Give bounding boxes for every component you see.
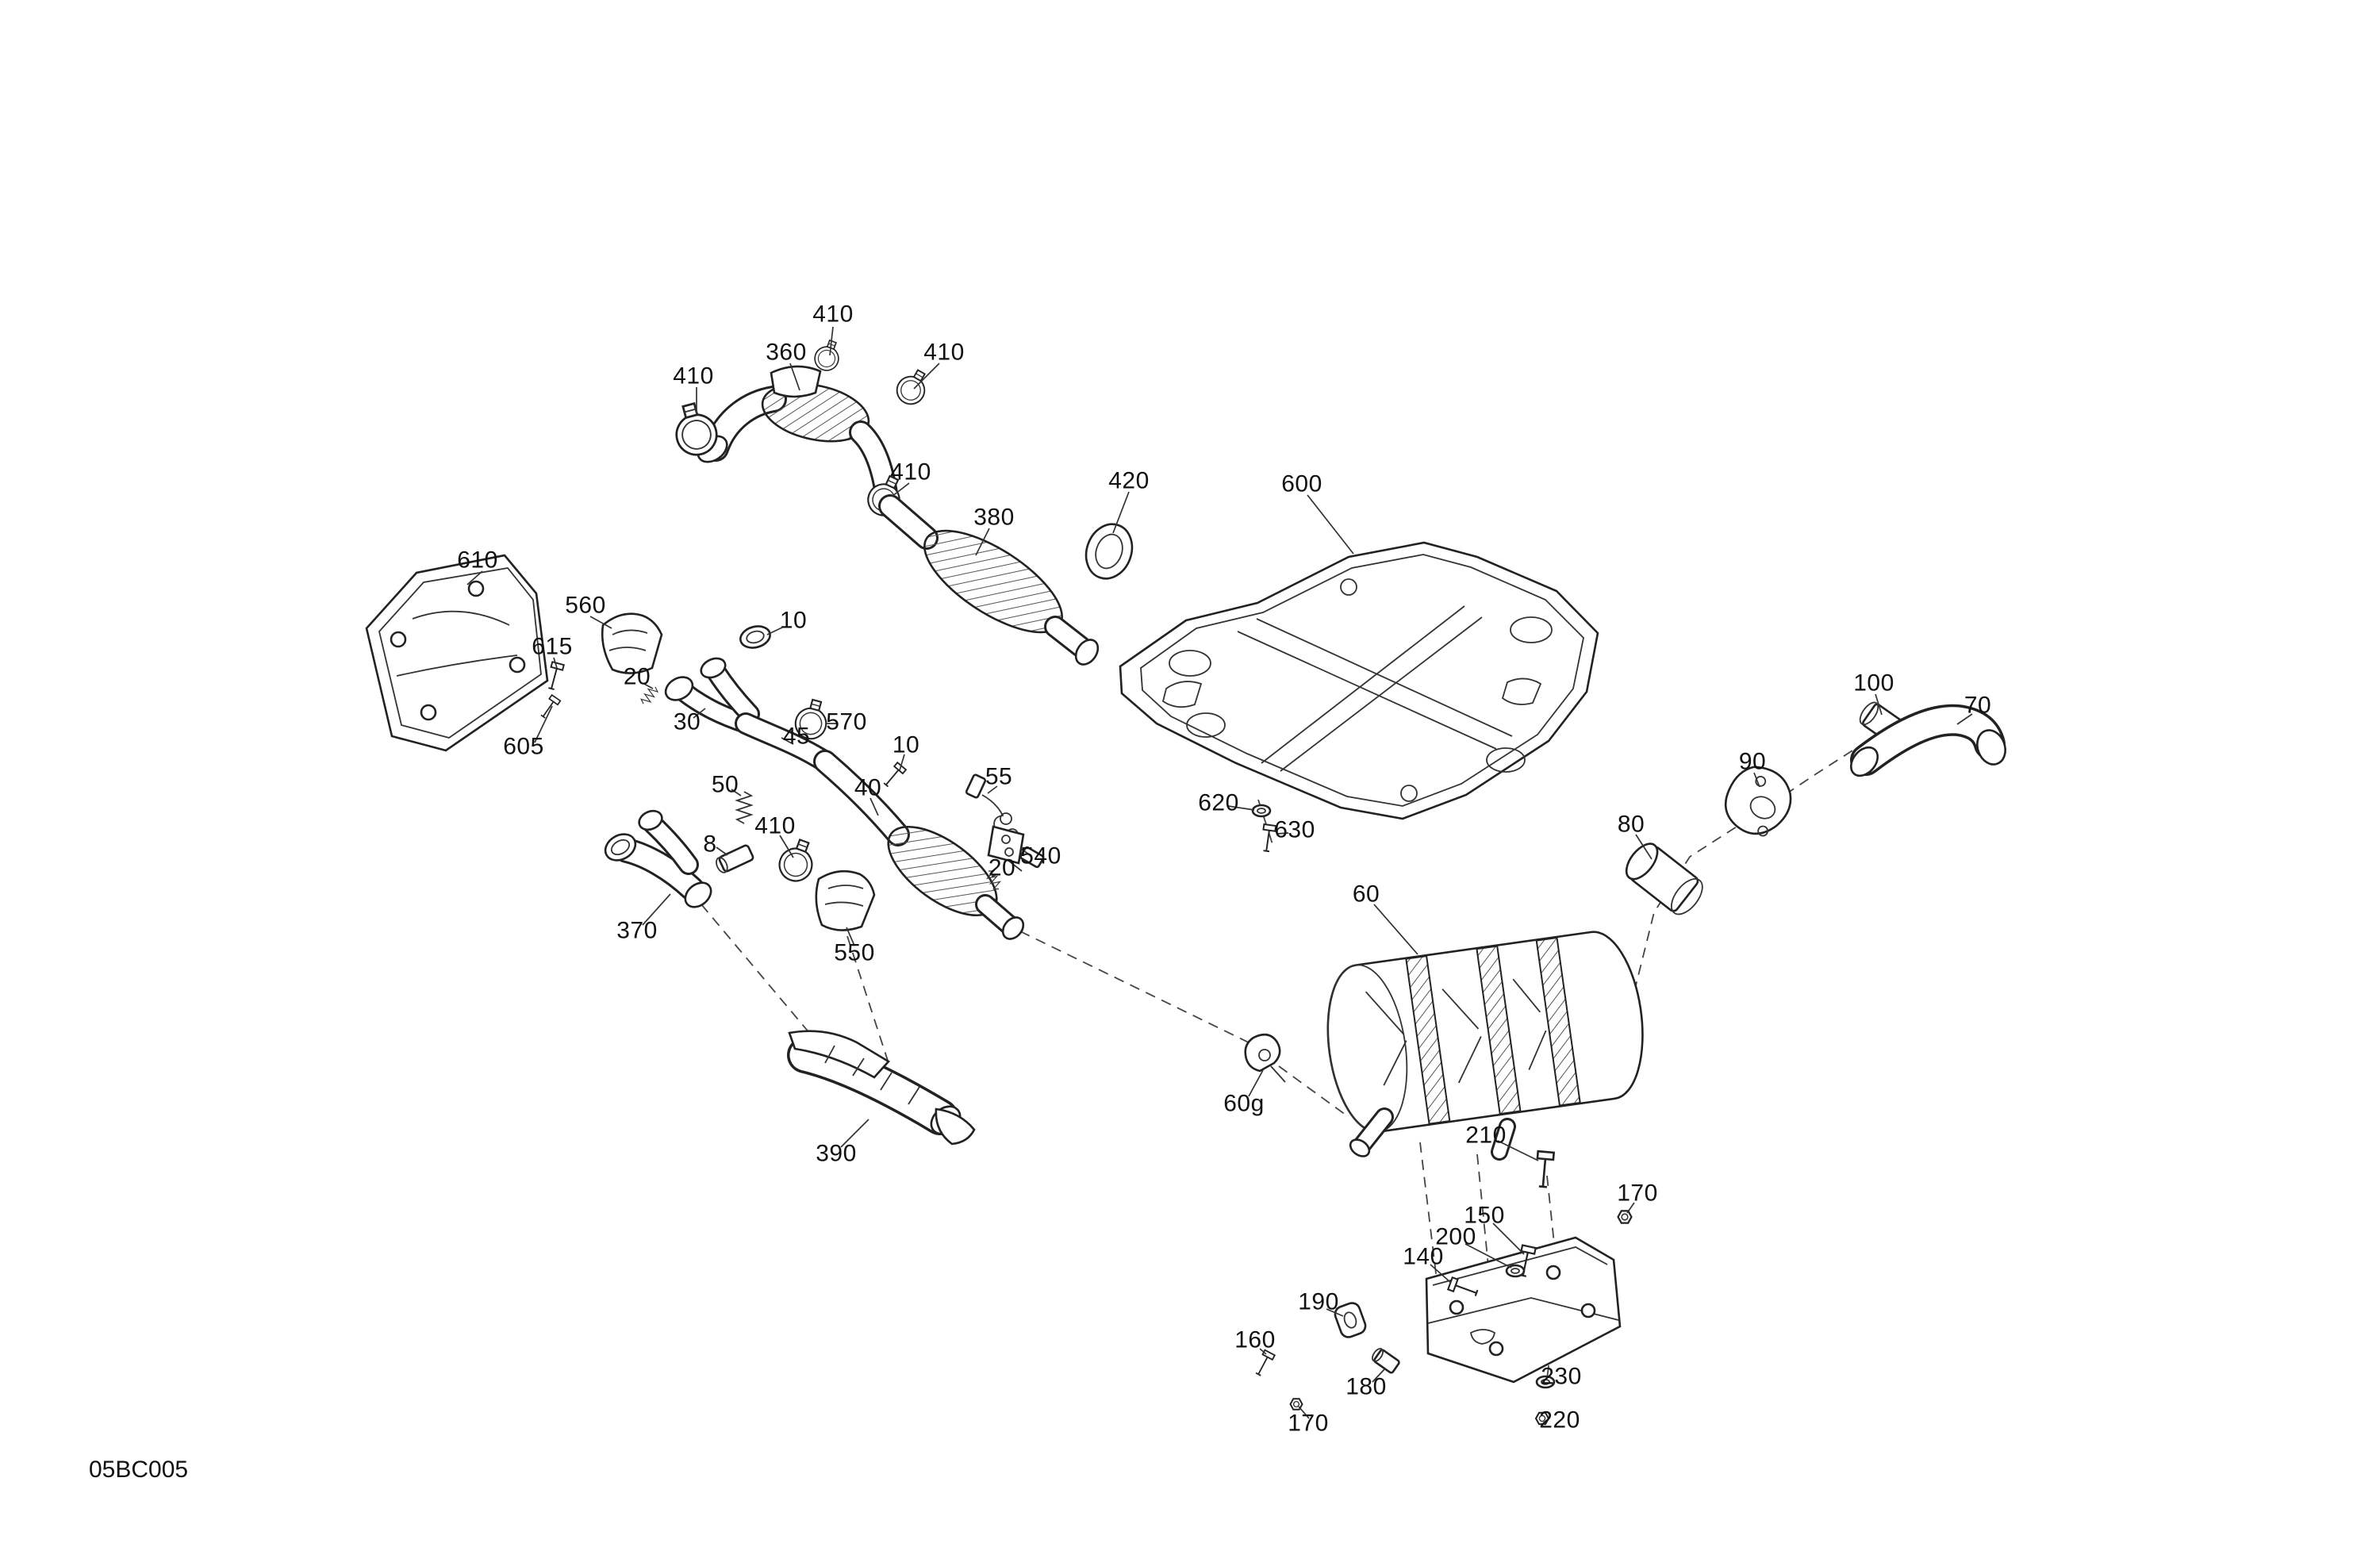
part-label-100: 100 (1853, 670, 1894, 697)
part-label-230: 230 (1541, 1363, 1582, 1390)
exhaust-spacer-drawing (1625, 843, 1703, 915)
front-y-pipe-drawing (604, 809, 712, 908)
muffler-outlet-stubs-drawing (1349, 1107, 1516, 1161)
part-label-610: 610 (457, 547, 498, 574)
part-label-370: 370 (616, 917, 658, 944)
sensor-bracket-drawing (987, 825, 1025, 865)
part-label-570: 570 (826, 708, 867, 735)
part-label-180: 180 (1345, 1373, 1387, 1400)
spacer-180-drawing (1372, 1348, 1400, 1374)
part-label-550: 550 (834, 939, 875, 966)
heat-shield-550-drawing (815, 869, 876, 931)
part-label-20-b: 20 (988, 854, 1016, 881)
part-label-190: 190 (1298, 1288, 1339, 1315)
part-label-605: 605 (503, 733, 544, 760)
part-label-210: 210 (1465, 1122, 1507, 1149)
part-label-50: 50 (711, 771, 739, 798)
part-label-380: 380 (973, 504, 1015, 531)
part-label-200: 200 (1435, 1223, 1476, 1250)
part-label-40: 40 (854, 774, 882, 801)
part-label-8: 8 (703, 831, 717, 858)
part-label-420: 420 (1108, 467, 1150, 494)
part-label-140: 140 (1403, 1243, 1444, 1270)
part-label-170-b: 170 (1288, 1410, 1329, 1437)
rubber-mount-190-drawing (1334, 1302, 1367, 1338)
center-catalytic-pipe-drawing (813, 750, 1025, 940)
resonator-pipe-drawing (878, 494, 1100, 666)
part-label-10-a: 10 (779, 607, 808, 634)
bushing-8-drawing (716, 844, 754, 873)
part-label-410-b: 410 (673, 363, 714, 390)
part-label-360: 360 (766, 339, 807, 366)
part-label-615: 615 (532, 633, 573, 660)
part-label-630: 630 (1274, 816, 1315, 843)
skid-plate-drawing (1119, 541, 1599, 820)
part-label-60g: 60g (1223, 1090, 1265, 1117)
part-label-410-c: 410 (923, 339, 965, 366)
part-label-70: 70 (1964, 692, 1992, 719)
part-label-10-b: 10 (892, 731, 920, 758)
part-label-60: 60 (1352, 881, 1380, 908)
exhaust-gasket-drawing (1724, 766, 1792, 837)
part-label-410-e: 410 (754, 812, 796, 839)
flex-coupling-drawing (1084, 523, 1134, 580)
part-label-170-a: 170 (1617, 1180, 1658, 1207)
part-label-150: 150 (1464, 1202, 1505, 1229)
drawing-code: 05BC005 (89, 1457, 189, 1483)
part-label-410-a: 410 (812, 301, 854, 328)
part-label-30: 30 (673, 708, 701, 735)
label-leader-lines (466, 326, 1973, 1419)
part-label-90: 90 (1738, 748, 1767, 775)
tailpipe-drawing (1849, 704, 2006, 777)
rear-pipe-shield-drawing (787, 1030, 976, 1146)
heat-shield-panel-drawing (365, 554, 549, 752)
part-label-410-d: 410 (890, 459, 931, 486)
part-label-560: 560 (565, 592, 606, 619)
part-label-390: 390 (816, 1140, 857, 1167)
part-label-55: 55 (985, 763, 1013, 790)
part-label-80: 80 (1617, 811, 1645, 838)
heat-shield-560-drawing (601, 612, 663, 674)
part-label-45: 45 (782, 723, 811, 750)
muffler-bracket-drawing (1425, 1236, 1622, 1384)
part-label-620: 620 (1198, 789, 1239, 816)
part-label-160: 160 (1234, 1326, 1276, 1353)
part-label-220: 220 (1539, 1407, 1580, 1434)
part-label-540: 540 (1020, 843, 1061, 869)
part-label-20-a: 20 (623, 663, 651, 690)
muffler-drawing (1326, 931, 1644, 1134)
part-label-600: 600 (1281, 470, 1322, 497)
muffler-hanger-drawing (1244, 1033, 1286, 1083)
